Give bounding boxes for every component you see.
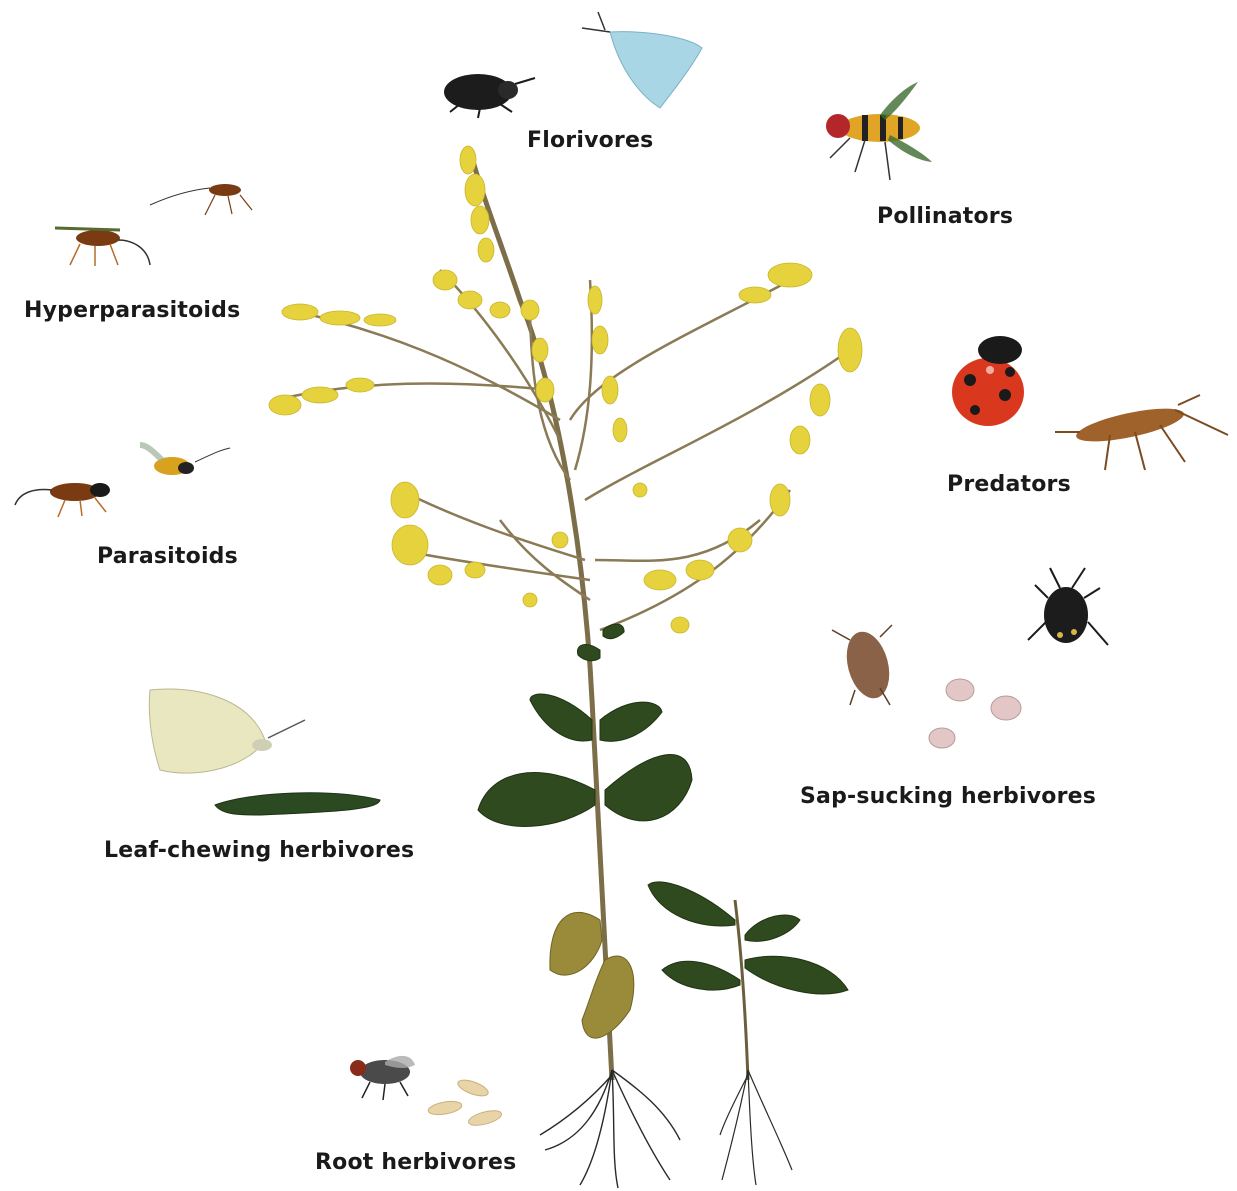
label-hyperparasitoids: Hyperparasitoids [24, 298, 240, 323]
plant-leaves [478, 624, 692, 826]
butterfly-icon [149, 689, 305, 773]
label-root-herbivores: Root herbivores [315, 1150, 516, 1175]
leafhopper-icon [832, 625, 896, 705]
hyperparasitoid-small-wasp-icon [150, 184, 252, 215]
label-sap-sucking-herbivores: Sap-sucking herbivores [800, 784, 1096, 809]
moth-icon [582, 12, 702, 108]
parasitoid-small-wasp-icon [140, 445, 230, 475]
larvae-icon [427, 1077, 503, 1128]
main-plant [269, 146, 862, 1188]
label-pollinators: Pollinators [877, 204, 1013, 229]
yellow-leaves [550, 912, 634, 1038]
predatory-bug-icon [1055, 395, 1228, 470]
label-parasitoids: Parasitoids [97, 544, 238, 569]
beetle-icon [444, 74, 535, 118]
label-florivores: Florivores [527, 128, 653, 153]
parasitoid-wasp-icon [15, 483, 110, 517]
hoverfly-icon [826, 82, 932, 180]
main-roots [540, 1070, 680, 1188]
caterpillar-icon [215, 793, 380, 815]
label-predators: Predators [947, 472, 1071, 497]
aphid-icon [929, 679, 1021, 748]
label-leaf-chewing-herbivores: Leaf-chewing herbivores [104, 838, 414, 863]
flower-clusters [269, 146, 862, 633]
shield-bug-icon [1028, 568, 1108, 645]
ladybird-icon [952, 336, 1024, 426]
housefly-icon [350, 1056, 415, 1100]
hyperparasitoid-wasp-icon [55, 228, 150, 266]
secondary-plant [648, 882, 848, 1185]
